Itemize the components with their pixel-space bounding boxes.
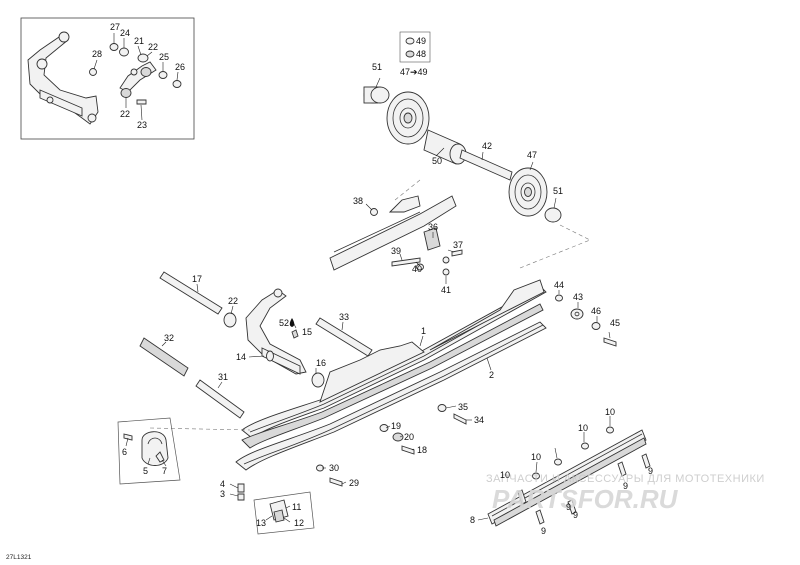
callout-9-b: 9 [623, 481, 628, 491]
callout-9-d: 9 [541, 526, 546, 536]
callout-14: 14 [236, 352, 246, 362]
callout-33: 33 [339, 312, 349, 322]
lubricant-drop-icon [289, 318, 295, 327]
callout-51-top: 51 [372, 62, 382, 72]
callout-46: 46 [591, 306, 601, 316]
callouts: 27 24 21 28 22 25 26 22 23 49 48 51 47➔4… [92, 22, 653, 536]
callout-31: 31 [218, 372, 228, 382]
callout-42: 42 [482, 141, 492, 151]
callout-18: 18 [417, 445, 427, 455]
callout-30: 30 [329, 463, 339, 473]
callout-51-right: 51 [553, 186, 563, 196]
callout-49: 49 [416, 36, 426, 46]
callout-4: 4 [220, 479, 225, 489]
callout-12: 12 [294, 518, 304, 528]
callout-41: 41 [441, 285, 451, 295]
detail-inset [20, 17, 195, 140]
callout-19: 19 [391, 421, 401, 431]
callout-34: 34 [474, 415, 484, 425]
runner-bar [477, 416, 651, 527]
callout-47-to-49: 47➔49 [400, 67, 428, 77]
callout-9-a: 9 [648, 466, 653, 476]
callout-10-d: 10 [500, 470, 510, 480]
callout-35: 35 [458, 402, 468, 412]
callout-5: 5 [143, 466, 148, 476]
callout-29: 29 [349, 478, 359, 488]
callout-45: 45 [610, 318, 620, 328]
callout-11: 11 [292, 502, 301, 512]
watermark-brand: PARTSFOR.RU [492, 484, 679, 514]
callout-10-a: 10 [605, 407, 615, 417]
watermark-tagline: ЗАПЧАСТИ И АКСЕССУАРЫ ДЛЯ МОТОТЕХНИКИ [486, 473, 765, 485]
callout-20: 20 [404, 432, 414, 442]
callout-15: 15 [302, 327, 312, 337]
callout-2: 2 [489, 370, 494, 380]
callout-24: 24 [120, 28, 130, 38]
callout-10-c: 10 [531, 452, 541, 462]
slider-clip-detail [117, 417, 181, 485]
drawing-reference: 27L1321 [6, 554, 32, 561]
callout-38: 38 [353, 196, 363, 206]
callout-26: 26 [175, 62, 185, 72]
callout-21: 21 [134, 36, 144, 46]
callout-50: 50 [432, 156, 442, 166]
callout-27: 27 [110, 22, 120, 32]
callout-39: 39 [391, 246, 401, 256]
callout-28: 28 [92, 49, 102, 59]
callout-22-inset-top: 22 [148, 42, 158, 52]
callout-9-c: 9 [573, 510, 578, 520]
callout-40: 40 [412, 264, 422, 274]
callout-52: 52 [279, 318, 289, 328]
watermark: ЗАПЧАСТИ И АКСЕССУАРЫ ДЛЯ МОТОТЕХНИКИ PA… [486, 473, 765, 514]
callout-43: 43 [573, 292, 583, 302]
callout-6: 6 [122, 447, 127, 457]
lower-center-hardware [229, 464, 347, 535]
callout-32: 32 [164, 333, 174, 343]
callout-36: 36 [428, 222, 438, 232]
slide-rails [235, 279, 547, 471]
idler-wheel-assembly [363, 31, 591, 269]
callout-37: 37 [453, 240, 463, 250]
callout-17: 17 [192, 274, 202, 284]
callout-47: 47 [527, 150, 537, 160]
callout-22-inset-bottom: 22 [120, 109, 130, 119]
callout-48: 48 [416, 49, 426, 59]
right-hardware [149, 290, 617, 455]
callout-13: 13 [256, 518, 266, 528]
callout-10-b: 10 [578, 423, 588, 433]
callout-25: 25 [159, 52, 169, 62]
callout-7: 7 [162, 466, 167, 476]
callout-23: 23 [137, 120, 147, 130]
extension-bracket [329, 195, 463, 284]
callout-9-e: 9 [566, 502, 571, 512]
callout-22-rail: 22 [228, 296, 238, 306]
callout-8: 8 [470, 515, 475, 525]
rail-hardware [139, 271, 373, 419]
callout-3: 3 [220, 489, 225, 499]
callout-44: 44 [554, 280, 564, 290]
callout-1: 1 [421, 326, 426, 336]
callout-16: 16 [316, 358, 326, 368]
